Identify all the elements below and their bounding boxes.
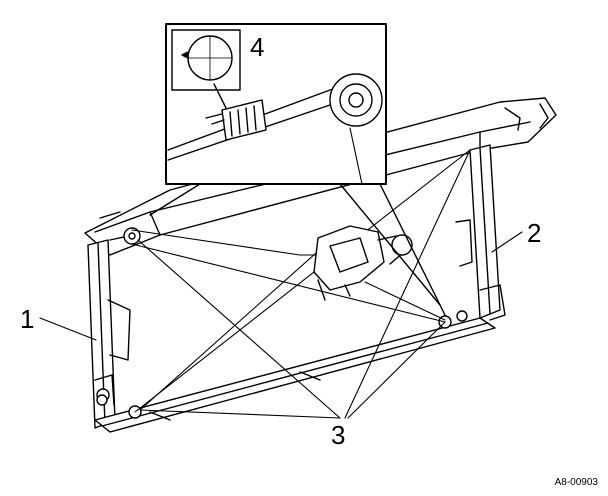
leader-line-1: [39, 317, 97, 341]
right-guide-rail: [455, 144, 506, 321]
left-guide-rail: [87, 239, 131, 429]
callout-1: 1: [20, 304, 35, 334]
figure-code: A8-00903: [554, 477, 598, 488]
callout-3: 3: [331, 420, 346, 450]
callout-lines-3: [137, 149, 471, 419]
bottom-rail: [94, 310, 496, 433]
inset-pointer: [149, 183, 446, 316]
leader-line-2: [491, 231, 523, 253]
detail-inset: [165, 23, 387, 185]
regulator-motor: [313, 225, 413, 301]
callout-2: 2: [527, 218, 542, 248]
callout-4: 4: [250, 32, 265, 62]
pulleys: [96, 227, 141, 406]
